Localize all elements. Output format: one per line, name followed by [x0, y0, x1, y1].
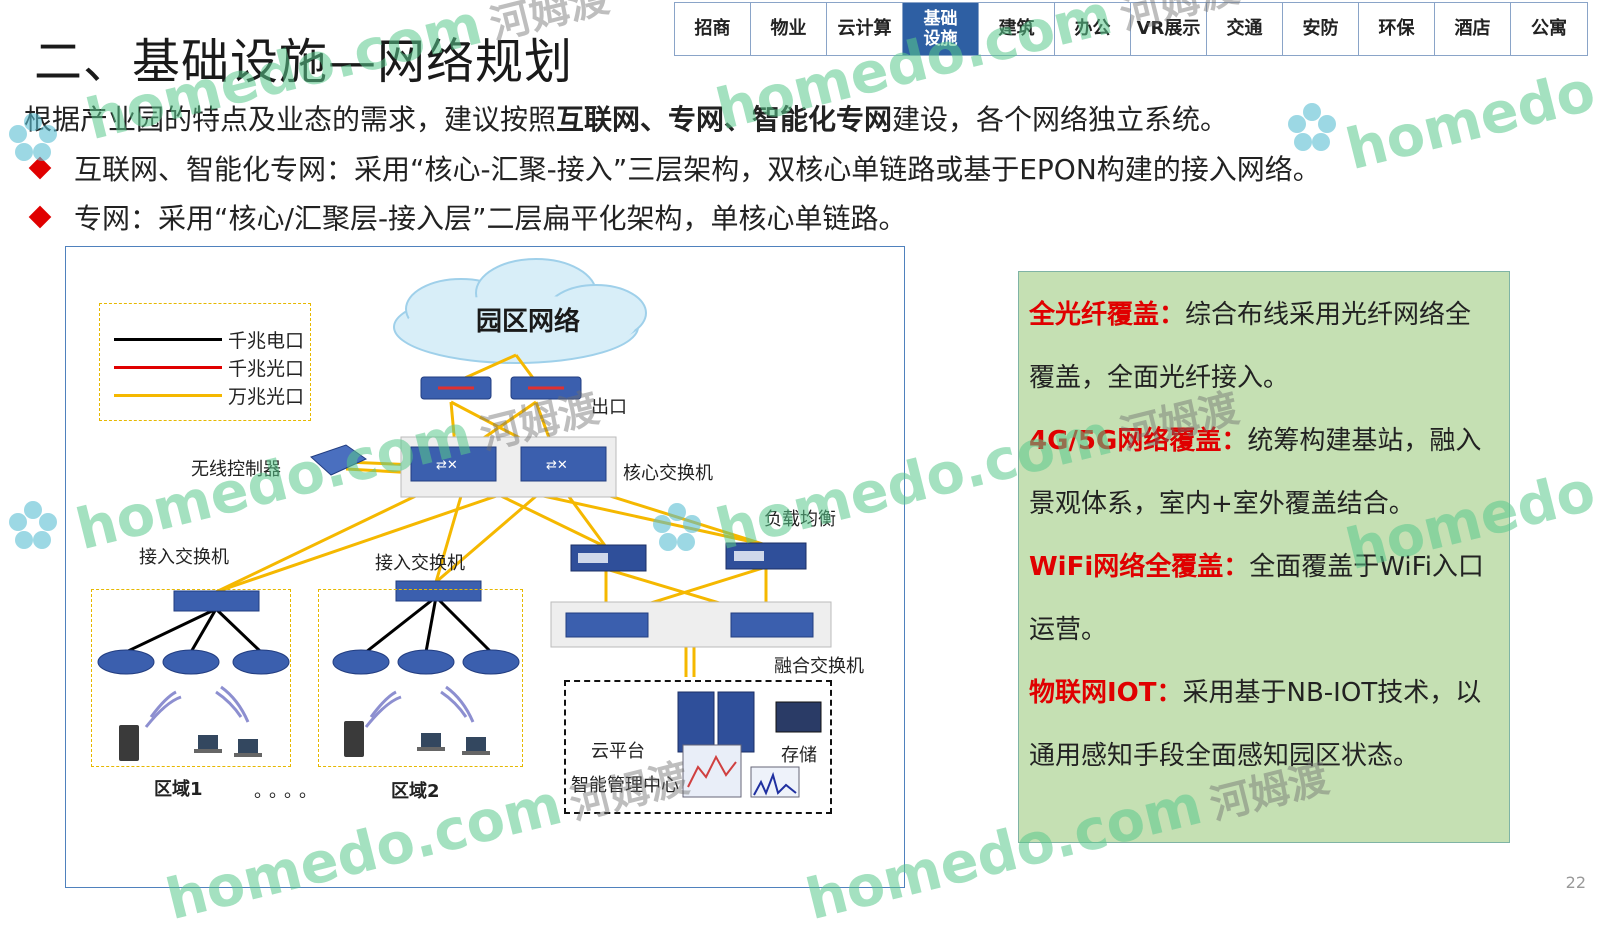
core-switch-icon: ⇄✕ ⇄✕	[400, 436, 617, 498]
exit-label: 出口	[591, 397, 627, 418]
access-switch-icon	[173, 580, 482, 612]
core-switch-label: 核心交换机	[623, 463, 713, 484]
storage-label: 存储	[781, 745, 817, 766]
svg-text:⇄✕: ⇄✕	[436, 458, 458, 473]
feature-panel: 全光纤覆盖：综合布线采用光纤网络全覆盖，全面光纤接入。 4G/5G网络覆盖：统筹…	[1018, 271, 1510, 843]
wifi-signal-icon	[144, 685, 475, 728]
legend-item: 万兆光口	[114, 382, 304, 409]
tab-apartment[interactable]: 公寓	[1531, 18, 1567, 39]
watermark-flower-icon	[1288, 103, 1336, 151]
access-switch-1-label: 接入交换机	[139, 547, 229, 568]
tab-recruit[interactable]: 招商	[675, 3, 751, 55]
tab-building[interactable]: 建筑	[979, 3, 1055, 55]
tab-traffic[interactable]: 交通	[1207, 3, 1283, 55]
top-nav: 招商 物业 云计算 基础 设施 建筑 办公 VR展示 交通 安防 环保 酒店 公…	[674, 2, 1588, 56]
tab-hotel[interactable]: 酒店	[1435, 3, 1511, 55]
watermark-flower-icon	[9, 501, 57, 549]
network-topology-svg: ⇄✕ ⇄✕	[97, 258, 832, 798]
cloud-icon	[393, 258, 647, 364]
svg-text:⇄✕: ⇄✕	[546, 458, 568, 473]
bullet-item: 互联网、智能化专网：采用“核心-汇聚-接入”三层架构，双核心单链路或基于EPON…	[26, 148, 1321, 188]
load-balancer-label: 负载均衡	[764, 509, 836, 530]
access-switch-2-label: 接入交换机	[375, 553, 465, 574]
legend-label: 万兆光口	[228, 386, 305, 408]
cloud-network-label: 园区网络	[476, 307, 581, 337]
client-device-icon	[119, 721, 490, 761]
legend-swatch	[114, 366, 222, 369]
intro-before: 根据产业园的特点及业态的需求，建议按照	[24, 103, 557, 136]
feature-highlight: 全光纤覆盖：	[1029, 300, 1186, 330]
feature-text: 采用基于NB-IOT技术，以通用感知手段全面感知园区状态。	[1029, 678, 1482, 771]
legend-swatch	[114, 338, 222, 341]
feature-item: 物联网IOT：采用基于NB-IOT技术，以通用感知手段全面感知园区状态。	[1029, 662, 1497, 788]
ellipsis-label: 。。。。	[254, 781, 323, 802]
page-title: 二、基础设施—网络规划	[34, 34, 574, 90]
zone-2-box	[318, 589, 523, 767]
feature-item: 4G/5G网络覆盖：统筹构建基站，融入景观体系，室内+室外覆盖结合。	[1029, 410, 1497, 536]
feature-highlight: 物联网IOT：	[1029, 678, 1183, 708]
feature-text: 统筹构建基站，融入景观体系，室内+室外覆盖结合。	[1029, 426, 1482, 519]
intro-text: 根据产业园的特点及业态的需求，建议按照互联网、专网、智能化专网建设，各个网络独立…	[24, 98, 1228, 138]
tab-office[interactable]: 办公	[1055, 3, 1131, 55]
diamond-bullet-icon	[28, 156, 52, 180]
tab-vr[interactable]: VR展示	[1131, 3, 1207, 55]
diagram-legend: 千兆电口 千兆光口 万兆光口	[99, 303, 311, 421]
tab-environment[interactable]: 环保	[1359, 3, 1435, 55]
feature-text: 全面覆盖于WiFi入口运营。	[1029, 552, 1484, 645]
intro-after: 建设，各个网络独立系统。	[892, 103, 1229, 136]
fusion-switch-label: 融合交换机	[774, 656, 864, 677]
diamond-bullet-icon	[28, 205, 52, 229]
bullet-text: 互联网、智能化专网：采用“核心-汇聚-接入”三层架构，双核心单链路或基于EPON…	[74, 153, 1321, 186]
legend-item: 千兆光口	[114, 354, 304, 381]
load-balancer-icon	[570, 542, 807, 572]
feature-item: WiFi网络全覆盖：全面覆盖于WiFi入口运营。	[1029, 536, 1497, 662]
fusion-switch-icon	[550, 601, 832, 648]
cloud-platform-label: 云平台	[591, 741, 645, 762]
zone-1-box	[91, 589, 291, 767]
network-diagram: ⇄✕ ⇄✕	[65, 246, 905, 888]
feature-text: 综合布线采用光纤网络全覆盖，全面光纤接入。	[1029, 300, 1472, 393]
bullet-item: 专网：采用“核心/汇聚层-接入层”二层扁平化架构，单核心单链路。	[26, 197, 907, 237]
intro-bold: 互联网、专网、智能化专网	[556, 103, 893, 136]
server-icon	[677, 691, 755, 753]
exit-router-icon	[420, 376, 582, 400]
mgmt-center-label: 智能管理中心	[571, 775, 679, 796]
tab-infrastructure[interactable]: 基础 设施	[903, 3, 979, 55]
tab-security[interactable]: 安防	[1283, 3, 1359, 55]
zone-1-label: 区域1	[154, 779, 203, 800]
storage-icon	[775, 701, 822, 733]
zone-2-label: 区域2	[391, 781, 440, 802]
feature-item: 全光纤覆盖：综合布线采用光纤网络全覆盖，全面光纤接入。	[1029, 284, 1497, 410]
tab-property[interactable]: 物业	[751, 3, 827, 55]
link-1g-lines	[125, 595, 493, 654]
legend-label: 千兆电口	[228, 330, 305, 352]
access-point-icon	[97, 649, 520, 675]
legend-item: 千兆电口	[114, 326, 304, 353]
legend-label: 千兆光口	[228, 358, 305, 380]
page-number: 22	[1565, 873, 1586, 892]
feature-highlight: 4G/5G网络覆盖：	[1029, 426, 1248, 456]
tab-cloud-computing[interactable]: 云计算	[827, 3, 903, 55]
monitor-chart-icon	[682, 744, 800, 798]
wireless-controller-label: 无线控制器	[191, 459, 281, 480]
cloud-platform-box	[564, 680, 832, 814]
wireless-controller-icon	[310, 444, 368, 476]
legend-swatch	[114, 394, 222, 397]
bullet-text: 专网：采用“核心/汇聚层-接入层”二层扁平化架构，单核心单链路。	[74, 202, 907, 235]
feature-highlight: WiFi网络全覆盖：	[1029, 552, 1250, 582]
